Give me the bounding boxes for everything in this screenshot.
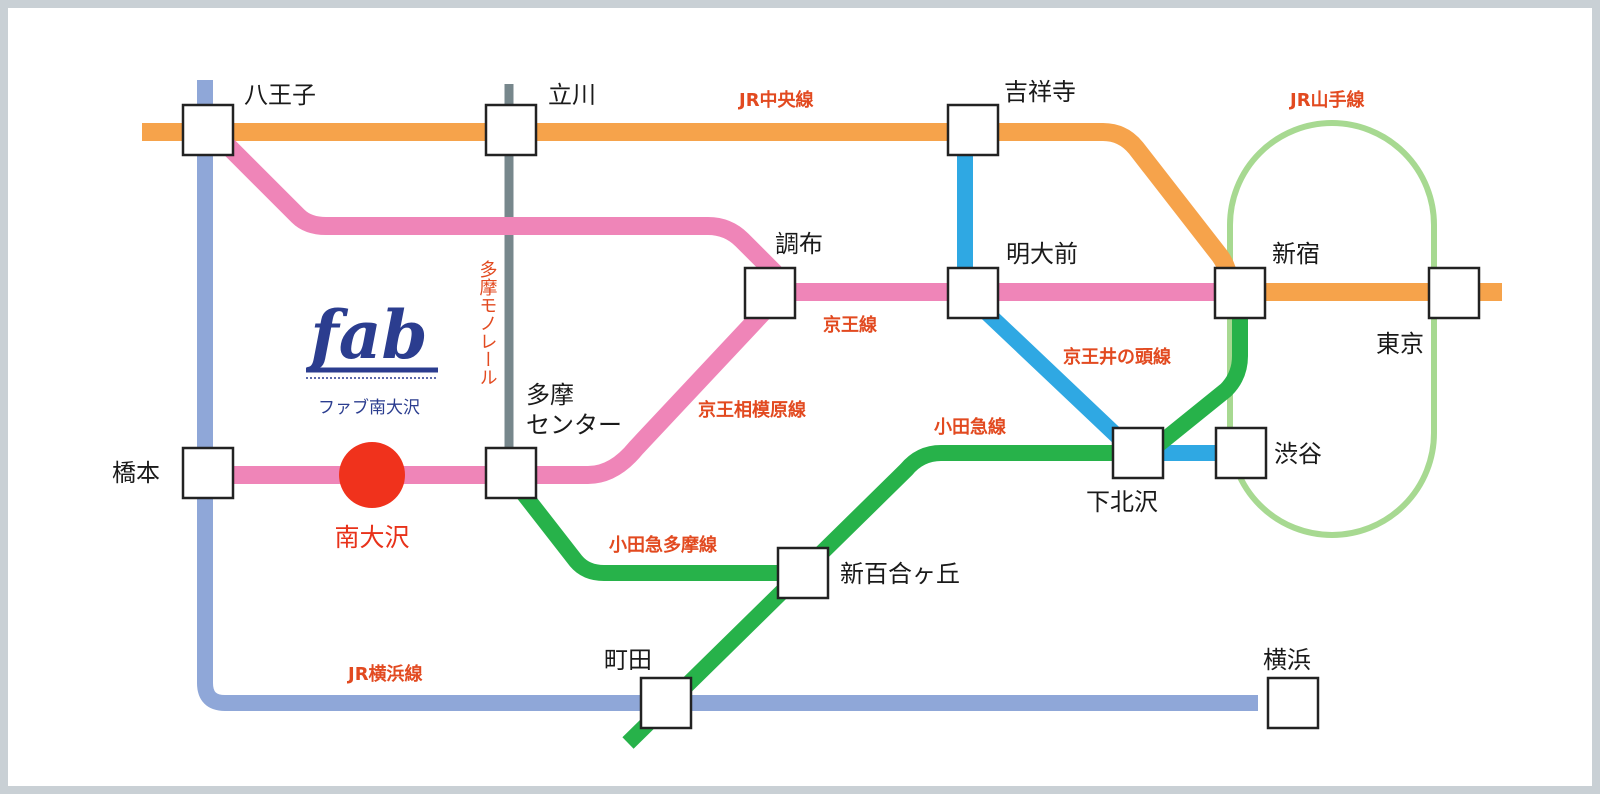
line-label-keio-sagamihara: 京王相模原線 — [698, 399, 806, 421]
station-label-hachioji: 八王子 — [244, 81, 316, 109]
line-label-tama-monorail: 多摩モノレール — [477, 260, 498, 386]
odakyu-tama-line — [502, 470, 798, 581]
station-box-shinyurigaoka — [776, 546, 830, 600]
station-box-shimokitazawa — [1111, 426, 1165, 480]
station-box-meidaimae — [946, 266, 1000, 320]
station-label-tama-center-1: 多摩 — [526, 381, 574, 409]
station-box-tama-center — [484, 446, 538, 500]
station-box-shibuya — [1214, 426, 1268, 480]
logo-subtitle: ファブ南大沢 — [318, 397, 420, 418]
station-label-yokohama: 横浜 — [1263, 646, 1311, 674]
station-label-chofu: 調布 — [775, 230, 823, 258]
keio-inokashira-line — [957, 132, 1238, 461]
logo-text: fab — [306, 296, 427, 374]
line-label-jr-yamanote: JR山手線 — [1288, 89, 1365, 111]
station-label-tama-center-2: センター — [526, 411, 622, 439]
station-label-shimokitazawa: 下北沢 — [1086, 488, 1158, 516]
line-label-jr-chuo: JR中央線 — [737, 89, 814, 111]
station-label-tokyo: 東京 — [1376, 330, 1424, 358]
station-box-tachikawa — [484, 103, 538, 157]
keio-line — [213, 131, 782, 280]
current-location-label: 南大沢 — [334, 523, 409, 552]
station-box-hachioji — [181, 103, 235, 157]
line-label-keio: 京王線 — [823, 314, 877, 336]
station-label-meidaimae: 明大前 — [1006, 240, 1078, 268]
station-box-yokohama — [1266, 676, 1320, 730]
line-label-keio-inokashira: 京王井の頭線 — [1063, 346, 1171, 368]
keio-sagamihara-line — [205, 297, 778, 484]
station-label-shinyurigaoka: 新百合ヶ丘 — [840, 560, 960, 588]
station-label-shibuya: 渋谷 — [1274, 440, 1322, 468]
station-box-chofu — [743, 266, 797, 320]
station-label-kichijoji: 吉祥寺 — [1004, 78, 1076, 106]
station-box-tokyo — [1427, 266, 1481, 320]
station-box-hashimoto — [181, 446, 235, 500]
station-box-shinjuku — [1213, 266, 1267, 320]
jr-yamanote-line — [1227, 120, 1437, 538]
station-box-machida — [639, 676, 693, 730]
current-location-marker — [339, 442, 405, 508]
station-label-shinjuku: 新宿 — [1272, 240, 1320, 268]
jr-yokohama-line — [197, 80, 1258, 711]
route-map: 南大沢 fab ファブ南大沢 八王子 立川 吉祥寺 調布 明大前 新宿 東京 橋… — [112, 78, 1502, 749]
station-box-kichijoji — [946, 103, 1000, 157]
station-label-machida: 町田 — [604, 646, 652, 674]
line-label-odakyu: 小田急線 — [934, 416, 1006, 438]
line-label-odakyu-tama: 小田急多摩線 — [609, 534, 717, 556]
line-label-jr-yokohama: JR横浜線 — [346, 663, 423, 685]
station-label-tachikawa: 立川 — [548, 81, 596, 109]
station-label-hashimoto: 橋本 — [112, 459, 160, 487]
